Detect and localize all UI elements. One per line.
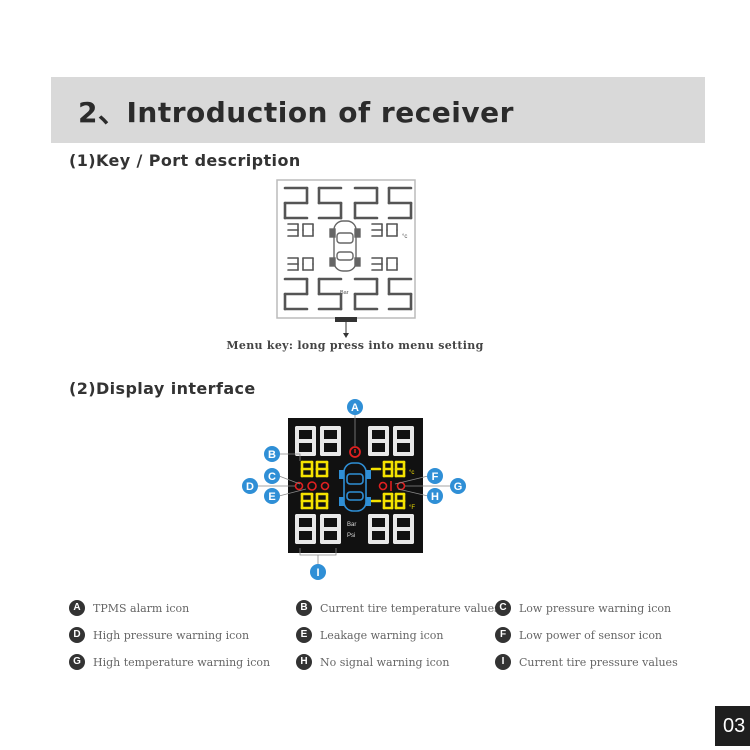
legend-letter-badge: H — [296, 654, 312, 670]
display-digits-top-left — [295, 426, 341, 456]
legend-letter-badge: I — [495, 654, 511, 670]
svg-text:F: F — [432, 471, 439, 483]
legend-item-e: E Leakage warning icon — [296, 627, 444, 643]
legend-text: TPMS alarm icon — [93, 601, 190, 615]
device-digits-top-right — [353, 186, 413, 220]
legend-item-a: A TPMS alarm icon — [69, 600, 189, 616]
unit-c-label: °c — [402, 234, 407, 240]
device-digits-top-left — [283, 186, 343, 220]
legend-text: No signal warning icon — [320, 655, 450, 669]
legend-item-c: C Low pressure warning icon — [495, 600, 671, 616]
legend-item-g: G High temperature warning icon — [69, 654, 270, 670]
display-pressure-bottom-left — [300, 492, 329, 510]
car-icon-display — [343, 462, 367, 512]
display-digits-top-right — [368, 426, 414, 456]
marker-d: D — [242, 478, 258, 494]
legend-item-f: F Low power of sensor icon — [495, 627, 662, 643]
svg-text:G: G — [454, 481, 463, 493]
subsection-display-interface: (2)Display interface — [69, 379, 256, 398]
svg-text:E: E — [268, 491, 275, 503]
device-temp-top-left — [287, 223, 314, 237]
legend-text: High temperature warning icon — [93, 655, 271, 669]
legend-text: High pressure warning icon — [93, 628, 250, 642]
device-temp-bottom-right — [371, 257, 398, 271]
legend-text: Current tire pressure values — [519, 655, 678, 669]
display-pressure-bottom-right — [370, 492, 406, 510]
legend-letter-badge: C — [495, 600, 511, 616]
display-unit-f: °F — [409, 505, 415, 511]
marker-g: G — [450, 478, 466, 494]
marker-e: E — [264, 488, 280, 504]
page-number: 03 — [715, 706, 750, 746]
legend-letter-badge: E — [296, 627, 312, 643]
legend-letter-badge: B — [296, 600, 312, 616]
svg-text:A: A — [351, 402, 359, 414]
svg-text:C: C — [268, 471, 276, 483]
legend-item-d: D High pressure warning icon — [69, 627, 249, 643]
legend-item-i: I Current tire pressure values — [495, 654, 678, 670]
legend-letter-badge: F — [495, 627, 511, 643]
svg-text:D: D — [246, 481, 254, 493]
svg-text:B: B — [268, 449, 276, 461]
legend-letter-badge: G — [69, 654, 85, 670]
device-digits-bottom-left — [283, 277, 343, 311]
legend-text: Leakage warning icon — [320, 628, 444, 642]
device-frame — [276, 179, 416, 319]
legend-item-b: B Current tire temperature values — [296, 600, 500, 616]
display-temp-top-left — [300, 460, 329, 478]
marker-b: B — [264, 446, 280, 462]
marker-c: C — [264, 468, 280, 484]
device-temp-bottom-left — [287, 257, 314, 271]
legend-item-h: H No signal warning icon — [296, 654, 449, 670]
device-temp-top-right — [371, 223, 398, 237]
unit-bar-label: Bar — [340, 290, 349, 296]
marker-a: A — [347, 399, 363, 415]
lcd-screen — [288, 418, 423, 553]
tpms-alarm-icon — [349, 446, 361, 458]
marker-i: I — [310, 564, 326, 580]
left-warning-icons — [294, 481, 330, 491]
legend-text: Low pressure warning icon — [519, 601, 672, 615]
car-icon — [329, 220, 361, 272]
svg-text:I: I — [316, 567, 319, 579]
legend-letter-badge: A — [69, 600, 85, 616]
menu-key-caption: Menu key: long press into menu setting — [226, 339, 484, 352]
device-digits-bottom-right — [353, 277, 413, 311]
display-temp-top-right — [370, 460, 406, 478]
section-banner: 2、Introduction of receiver — [51, 77, 705, 143]
display-unit-c: °c — [409, 470, 414, 476]
legend-letter-badge: D — [69, 627, 85, 643]
legend-text: Low power of sensor icon — [519, 628, 663, 642]
marker-h: H — [427, 488, 443, 504]
marker-f: F — [427, 468, 443, 484]
section-title: 2、Introduction of receiver — [78, 96, 514, 129]
menu-key-button[interactable] — [335, 317, 357, 322]
display-unit-psi: Psi — [347, 533, 355, 539]
display-digits-bottom-left — [295, 514, 341, 544]
subsection-key-port: (1)Key / Port description — [69, 151, 301, 170]
svg-text:H: H — [431, 491, 439, 503]
display-digits-bottom-right — [368, 514, 414, 544]
legend-text: Current tire temperature values — [320, 601, 500, 615]
display-unit-bar: Bar — [347, 522, 356, 528]
right-warning-icons — [378, 481, 406, 491]
